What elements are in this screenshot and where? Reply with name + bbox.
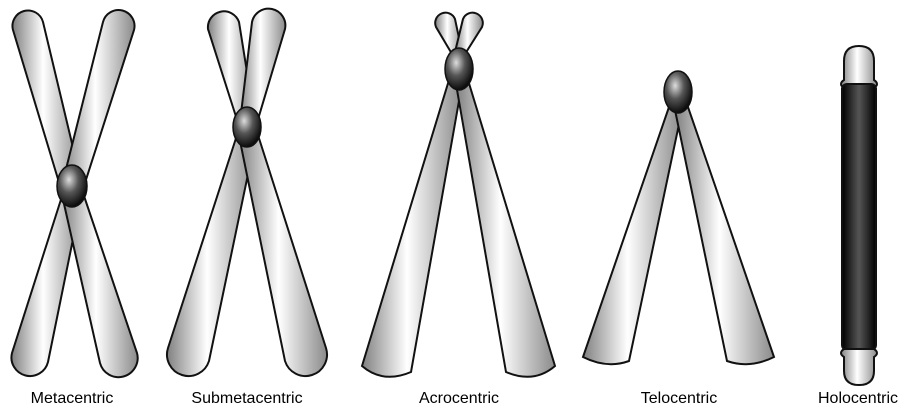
- telocentric-right-arm: [675, 107, 774, 364]
- acrocentric-chromosome: [362, 13, 555, 377]
- label-metacentric: Metacentric: [31, 390, 114, 407]
- holocentric-chromosome: [841, 46, 877, 385]
- metacentric-lower-right-arm: [62, 190, 138, 377]
- submetacentric-lower-right-arm: [239, 132, 327, 376]
- metacentric-chromosome: [11, 10, 137, 377]
- telocentric-centromere: [664, 71, 692, 113]
- label-holocentric: Holocentric: [818, 390, 898, 407]
- submetacentric-centromere: [233, 107, 261, 147]
- metacentric-centromere: [57, 165, 87, 207]
- label-acrocentric: Acrocentric: [419, 390, 499, 407]
- label-telocentric: Telocentric: [641, 390, 717, 407]
- holocentric-bottom-cap: [841, 349, 877, 385]
- acrocentric-centromere: [445, 48, 473, 90]
- holocentric-body: [842, 84, 876, 350]
- telocentric-left-arm: [583, 107, 682, 364]
- acrocentric-left-arm: [362, 80, 462, 377]
- label-submetacentric: Submetacentric: [191, 390, 302, 407]
- metacentric-upper-right-arm: [63, 10, 135, 189]
- telocentric-chromosome: [583, 71, 774, 364]
- acrocentric-right-arm: [456, 80, 555, 377]
- holocentric-top-cap: [841, 46, 877, 88]
- submetacentric-chromosome: [167, 9, 327, 376]
- submetacentric-lower-left-arm: [167, 132, 256, 376]
